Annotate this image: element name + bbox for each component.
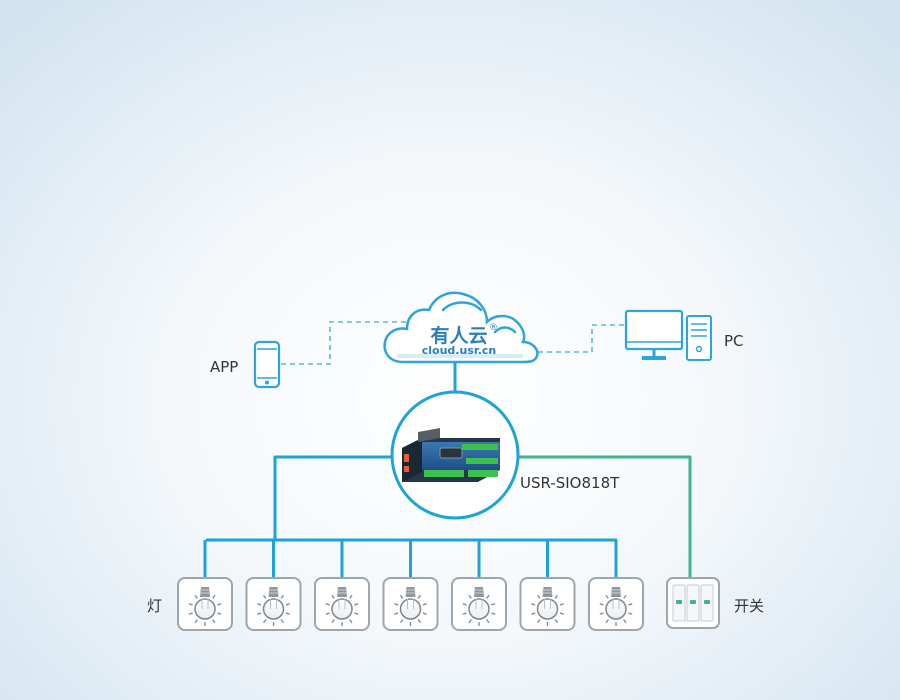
smartphone-icon	[253, 340, 281, 389]
cloud-links	[281, 321, 626, 365]
light-box	[314, 577, 370, 631]
io-controller-device-icon	[390, 390, 520, 520]
lights-row	[177, 577, 644, 631]
light-box	[519, 577, 576, 631]
lights-label: 灯	[147, 597, 162, 615]
app-label: APP	[210, 358, 238, 376]
light-box	[382, 577, 439, 631]
cloud-trademark: ®	[489, 323, 498, 333]
light-bulb-icon	[257, 587, 290, 626]
light-bulb-icon	[325, 587, 359, 626]
light-box	[177, 577, 233, 631]
cloud-icon: 有人云 ® cloud.usr.cn	[383, 291, 539, 364]
device-label: USR-SIO818T	[520, 474, 620, 492]
light-bulb-icon	[462, 587, 496, 626]
switches-label: 开关	[734, 597, 764, 615]
light-bulb-icon	[394, 587, 427, 626]
pc-label: PC	[724, 332, 744, 350]
light-box	[588, 577, 644, 631]
light-box	[245, 577, 302, 631]
cloud-subtitle: cloud.usr.cn	[422, 344, 497, 357]
light-bulb-icon	[188, 587, 222, 626]
device-wiring	[203, 362, 692, 578]
app-cloud-link	[281, 321, 410, 365]
light-bulb-icon	[599, 587, 633, 626]
wall-switch-icon	[666, 577, 720, 629]
light-box	[451, 577, 507, 631]
desktop-computer-icon	[624, 309, 712, 361]
pc-cloud-link	[538, 324, 626, 353]
light-bulb-icon	[531, 587, 564, 626]
cloud-title: 有人云	[430, 324, 487, 347]
light-drop-lines	[203, 540, 618, 578]
switch-line	[517, 455, 692, 578]
lights-trunk-line	[273, 455, 393, 540]
